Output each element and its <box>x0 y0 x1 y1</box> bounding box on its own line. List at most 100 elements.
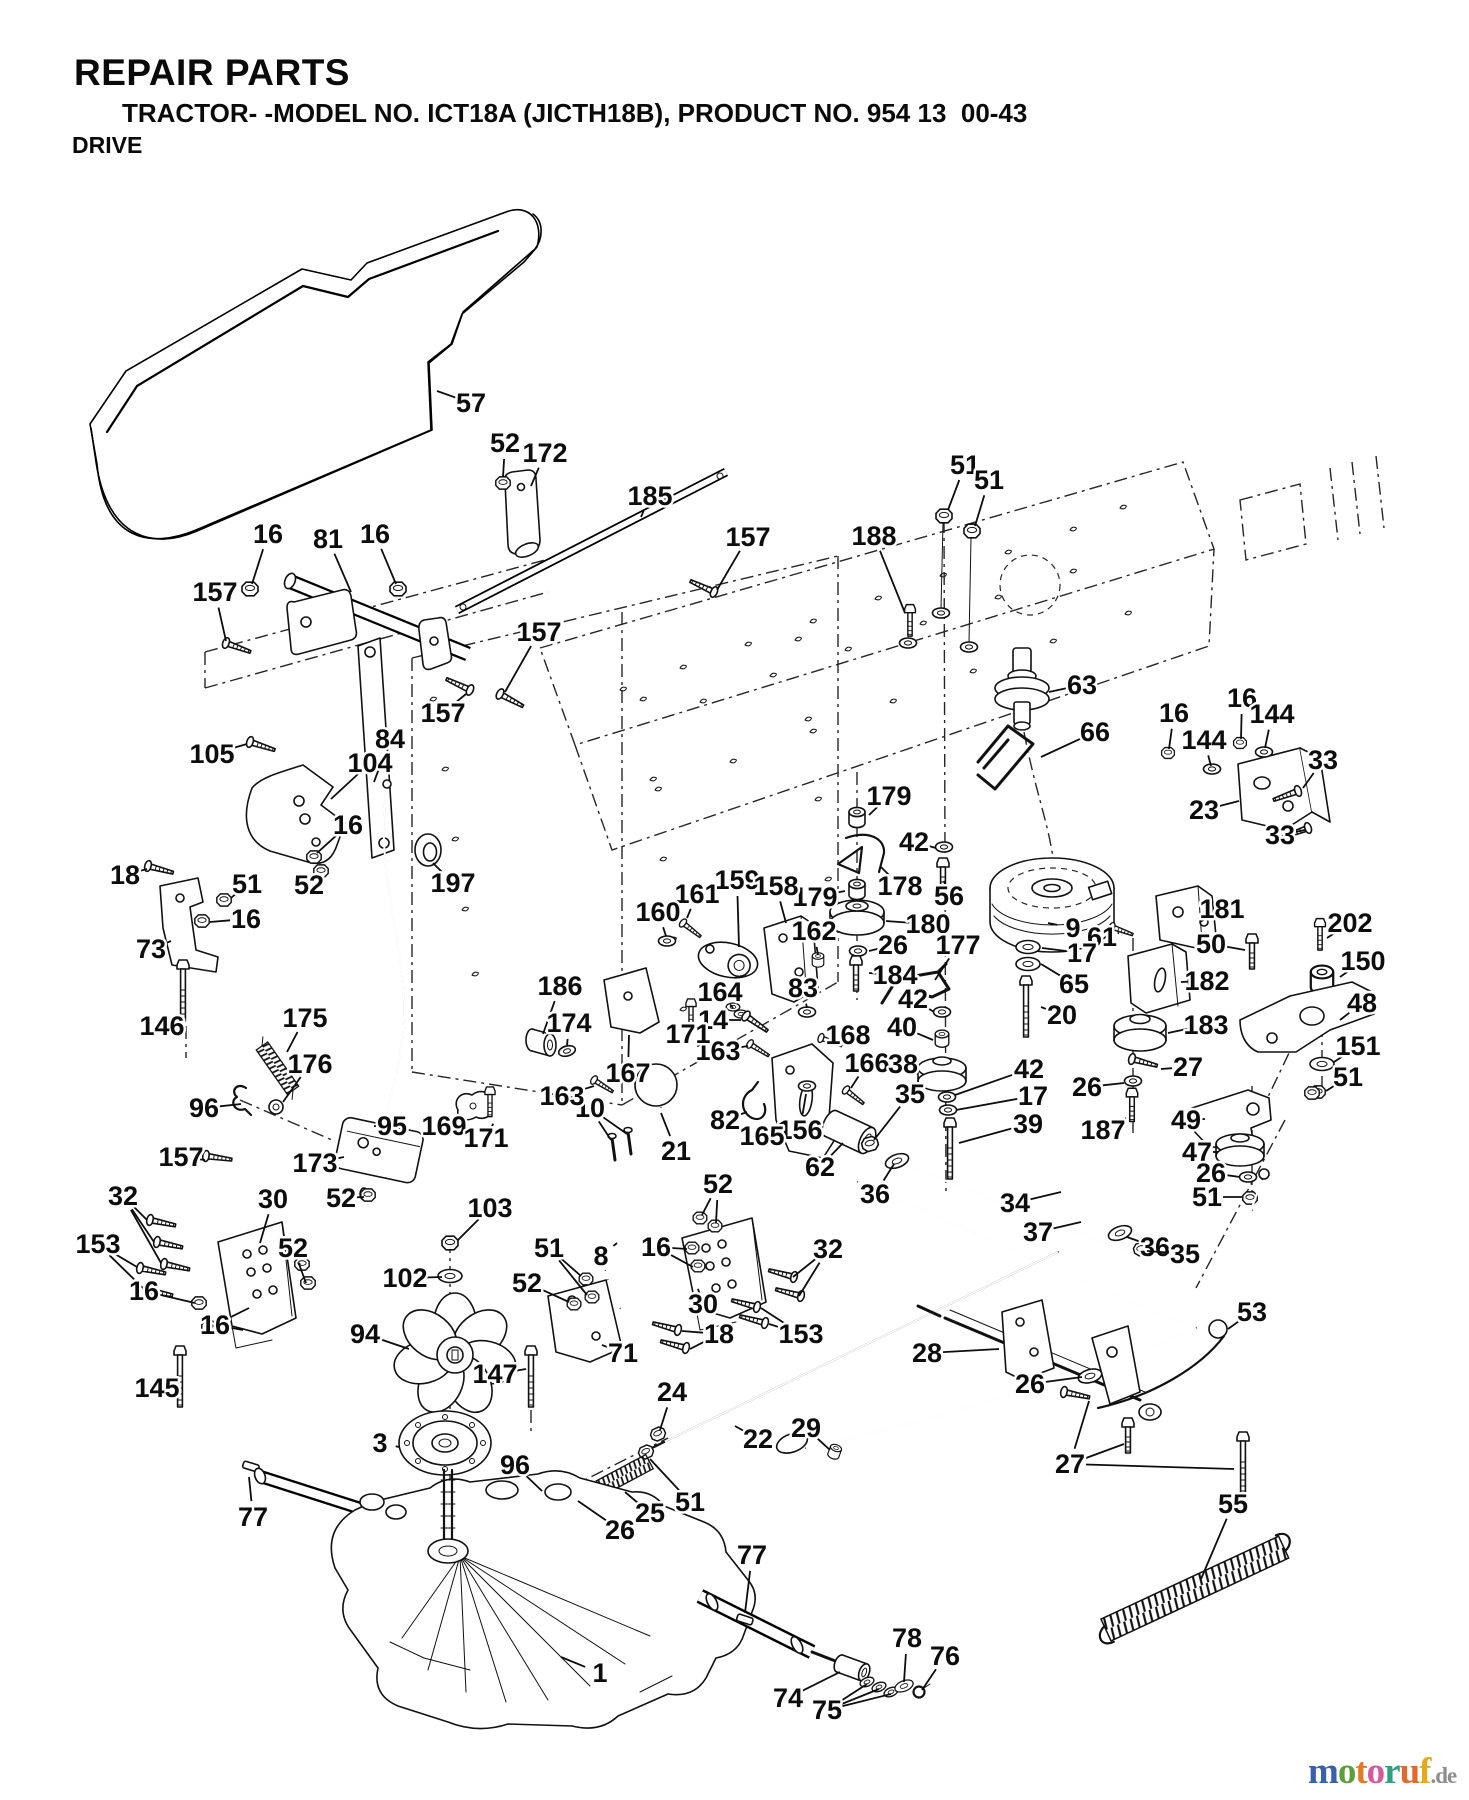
callout-167: 167 <box>603 1034 653 1091</box>
svg-text:34: 34 <box>1000 1188 1030 1218</box>
svg-text:186: 186 <box>537 971 582 1001</box>
svg-text:77: 77 <box>238 1502 268 1532</box>
svg-text:146: 146 <box>139 1011 184 1041</box>
leader-line <box>768 1323 786 1331</box>
svg-text:23: 23 <box>1189 795 1219 825</box>
callout-47: 47 <box>1179 1135 1218 1170</box>
svg-text:171: 171 <box>463 1123 508 1153</box>
model-subtitle: TRACTOR- -MODEL NO. ICT18A (JICTH18B), P… <box>122 98 1028 128</box>
link-159 <box>697 941 759 979</box>
callout-159: 159 <box>712 863 762 948</box>
page-title: REPAIR PARTS <box>74 52 350 93</box>
svg-text:8: 8 <box>593 1241 608 1271</box>
leader-line <box>612 1242 618 1247</box>
plug-197 <box>414 833 442 867</box>
bracket-172 <box>503 469 541 558</box>
leader-line <box>1333 1054 1346 1063</box>
callout-52: 52 <box>700 1167 736 1224</box>
svg-text:144: 144 <box>1249 699 1294 729</box>
svg-text:16: 16 <box>129 1276 159 1306</box>
leader-line <box>108 1254 145 1290</box>
leader-line <box>624 1491 639 1504</box>
svg-text:172: 172 <box>522 438 567 468</box>
leader-line <box>379 1338 410 1350</box>
leader-line <box>282 1076 302 1103</box>
leader-line <box>1207 755 1212 767</box>
rod-37 <box>857 1180 1228 1410</box>
brake-rod-28 <box>775 1326 1197 1454</box>
leader-line <box>330 773 359 800</box>
leader-line <box>1040 737 1081 758</box>
transaxle-housing-1 <box>330 1468 756 1730</box>
callout-157: 157 <box>716 520 773 591</box>
leader-line <box>974 495 986 527</box>
callout-104: 104 <box>330 746 395 800</box>
callout-26: 26 <box>1193 1156 1241 1191</box>
leader-line <box>868 972 880 975</box>
svg-text:16: 16 <box>253 519 283 549</box>
callout-176: 176 <box>282 1047 335 1103</box>
svg-text:96: 96 <box>500 1450 530 1480</box>
callout-177: 177 <box>933 928 983 981</box>
callout-105: 105 <box>187 737 248 772</box>
callout-84: 84 <box>372 722 408 783</box>
svg-text:42: 42 <box>1014 1054 1044 1084</box>
callout-26: 26 <box>868 928 911 963</box>
svg-text:32: 32 <box>108 1181 138 1211</box>
svg-text:171: 171 <box>665 1019 710 1049</box>
svg-text:181: 181 <box>1199 894 1244 924</box>
callout-65: 65 <box>1040 963 1092 1002</box>
callout-162: 162 <box>789 914 839 956</box>
callout-78: 78 <box>889 1621 925 1683</box>
leader-line <box>251 548 264 585</box>
svg-text:52: 52 <box>326 1183 356 1213</box>
leader-line <box>1168 728 1173 750</box>
svg-text:53: 53 <box>1237 1297 1267 1327</box>
svg-text:16: 16 <box>333 810 363 840</box>
bolt-27h <box>1126 1052 1160 1072</box>
leader-line <box>815 946 819 956</box>
svg-text:184: 184 <box>872 960 917 990</box>
leader-line <box>671 1247 688 1250</box>
callout-77: 77 <box>235 1476 271 1535</box>
svg-text:96: 96 <box>189 1093 219 1123</box>
leader-line <box>921 1668 937 1691</box>
leader-line <box>640 510 645 518</box>
bolt-147 <box>524 1345 538 1408</box>
leader-line <box>1085 1463 1235 1470</box>
callout-27: 27 <box>1160 1050 1206 1085</box>
callout-171: 171 <box>461 1121 511 1156</box>
callout-151: 151 <box>1333 1029 1383 1064</box>
studs-10 <box>607 1126 633 1162</box>
callout-82: 82 <box>707 1103 748 1138</box>
leader-line <box>566 1038 569 1047</box>
leader-line <box>380 548 397 585</box>
callout-42: 42 <box>896 825 937 860</box>
svg-text:26: 26 <box>1015 1369 1045 1399</box>
leader-line <box>1226 945 1246 951</box>
callout-163: 163 <box>537 1079 595 1114</box>
callout-157: 157 <box>156 1140 206 1175</box>
svg-text:32: 32 <box>813 1234 843 1264</box>
callout-145: 145 <box>132 1371 182 1406</box>
leader-line <box>165 940 172 944</box>
bolt-184 <box>849 955 863 992</box>
leader-line <box>541 1288 570 1303</box>
svg-text:27: 27 <box>1173 1052 1203 1082</box>
leader-line <box>1264 729 1270 749</box>
leader-line <box>798 1262 821 1297</box>
callout-14: 14 <box>695 1003 741 1038</box>
leader-line <box>801 1671 841 1692</box>
svg-text:50: 50 <box>1196 929 1226 959</box>
callout-165: 165 <box>737 1119 787 1154</box>
leader-line <box>792 1258 817 1278</box>
watermark-letter: t <box>1355 1751 1367 1792</box>
callout-164: 164 <box>695 975 745 1010</box>
bar-185 <box>454 467 729 615</box>
svg-text:52: 52 <box>703 1169 733 1199</box>
svg-text:161: 161 <box>674 879 719 909</box>
callout-96: 96 <box>497 1448 543 1492</box>
callout-173: 173 <box>290 1146 345 1181</box>
pulley-180 <box>829 899 885 936</box>
svg-text:21: 21 <box>661 1136 691 1166</box>
